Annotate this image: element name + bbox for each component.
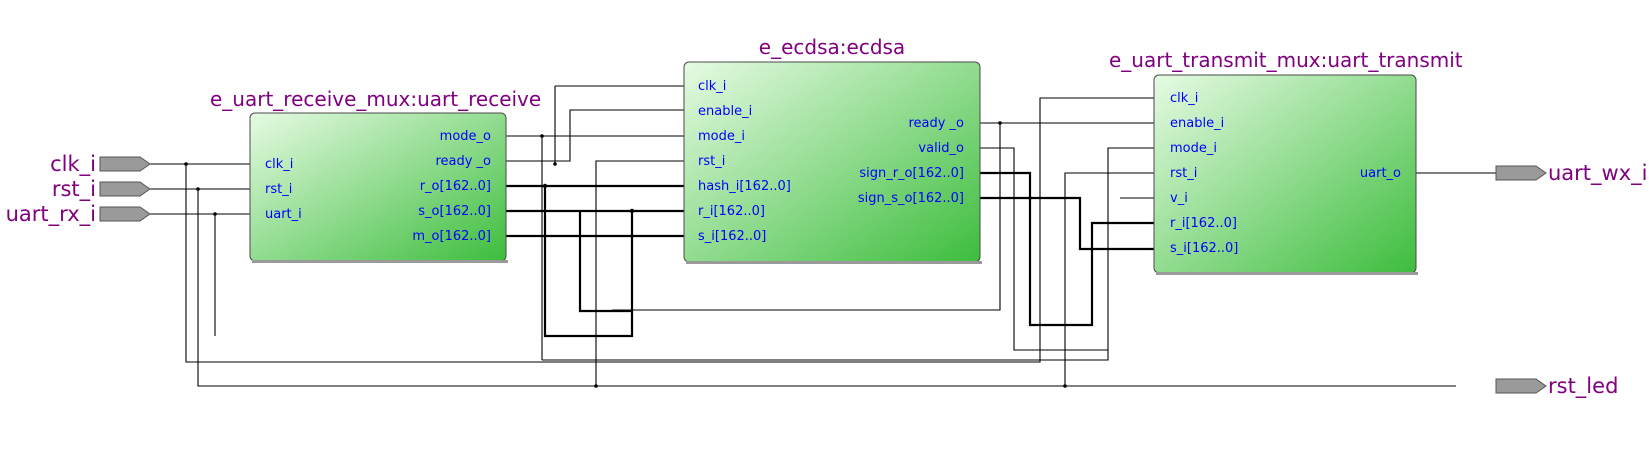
output-pins: uart_wx_i rst_led [1495, 161, 1647, 399]
block-uart-receive[interactable]: e_uart_receive_mux:uart_receive clk_i rs… [210, 87, 541, 263]
port-uart-o: uart_o [1360, 166, 1401, 181]
junctions [184, 121, 1067, 388]
port-s-i: s_i[162..0] [1170, 241, 1238, 256]
pin-label: clk_i [50, 152, 96, 177]
port-mode-i: mode_i [1170, 141, 1217, 156]
port-r-i: r_i[162..0] [1170, 216, 1237, 231]
port-ready-o: ready _o [435, 154, 491, 169]
output-pin-rst-led[interactable]: rst_led [1495, 374, 1618, 399]
pin-label: uart_rx_i [6, 202, 96, 227]
port-m-o: m_o[162..0] [412, 229, 491, 244]
port-enable-i: enable_i [1170, 116, 1224, 131]
port-clk-i: clk_i [265, 157, 293, 172]
input-pin-uart-rx-i[interactable]: uart_rx_i [6, 202, 151, 227]
input-pin-clk-i[interactable]: clk_i [50, 152, 151, 177]
wires [145, 85, 1496, 387]
port-valid-o: valid_o [918, 141, 964, 156]
block-title: e_uart_receive_mux:uart_receive [210, 87, 541, 111]
port-sign-s-o: sign_s_o[162..0] [858, 191, 964, 206]
port-ready-o: ready _o [908, 116, 964, 131]
port-clk-i: clk_i [1170, 91, 1198, 106]
port-mode-i: mode_i [698, 129, 745, 144]
input-pin-rst-i[interactable]: rst_i [52, 177, 151, 202]
port-v-i: v_i [1170, 191, 1188, 206]
port-s-o: s_o[162..0] [418, 204, 491, 219]
output-pin-uart-wx-i[interactable]: uart_wx_i [1495, 161, 1647, 186]
block-ecdsa[interactable]: e_ecdsa:ecdsa clk_i enable_i mode_i rst_… [683, 35, 982, 264]
port-s-i: s_i[162..0] [698, 229, 766, 244]
port-rst-i: rst_i [1170, 166, 1197, 181]
port-rst-i: rst_i [265, 182, 292, 197]
port-clk-i: clk_i [698, 79, 726, 94]
block-title: e_ecdsa:ecdsa [759, 35, 905, 59]
port-uart-i: uart_i [265, 207, 302, 222]
port-enable-i: enable_i [698, 104, 752, 119]
input-pins: clk_i rst_i uart_rx_i [6, 152, 151, 227]
port-r-o: r_o[162..0] [420, 179, 491, 194]
pin-label: uart_wx_i [1548, 161, 1647, 186]
port-sign-r-o: sign_r_o[162..0] [859, 166, 964, 181]
port-rst-i: rst_i [698, 154, 725, 169]
block-uart-transmit[interactable]: e_uart_transmit_mux:uart_transmit clk_i … [1109, 48, 1463, 275]
port-r-i: r_i[162..0] [698, 204, 765, 219]
pin-label: rst_led [1548, 374, 1618, 399]
port-mode-o: mode_o [440, 129, 491, 144]
block-title: e_uart_transmit_mux:uart_transmit [1109, 48, 1463, 72]
pin-label: rst_i [52, 177, 96, 202]
port-hash-i: hash_i[162..0] [698, 179, 791, 194]
